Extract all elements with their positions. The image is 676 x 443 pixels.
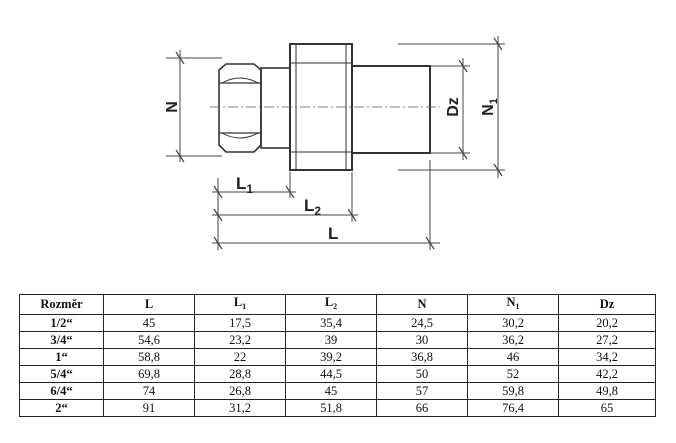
spigot-outline (351, 65, 431, 154)
value-cell: 30 (376, 331, 468, 349)
size-cell: 5/4“ (19, 365, 104, 383)
dim-label-n1-sub: 1 (488, 98, 500, 104)
value-cell: 54,6 (103, 331, 195, 349)
value-cell: 28,8 (194, 365, 286, 383)
value-cell: 39,2 (285, 348, 377, 366)
size-cell: 1/2“ (19, 314, 104, 332)
dim-label-n: N (164, 101, 181, 113)
dim-label-l2: L2 (304, 196, 321, 218)
column-header-subscript: 2 (333, 302, 338, 311)
size-cell: 2“ (19, 399, 104, 417)
column-header: L1 (194, 294, 286, 315)
column-header-text: Dz (599, 297, 615, 311)
value-cell: 76,4 (467, 399, 559, 417)
column-header: L (103, 294, 195, 315)
dim-label-n1: N1 (480, 98, 500, 116)
column-header-text: L (144, 297, 154, 311)
value-cell: 30,2 (467, 314, 559, 332)
column-header: N (376, 294, 468, 315)
dim-label-l2-base: L (304, 196, 314, 215)
value-cell: 20,2 (558, 314, 656, 332)
column-header-subscript: 1 (242, 302, 247, 311)
value-cell: 58,8 (103, 348, 195, 366)
dim-label-n1-base: N (480, 104, 497, 116)
column-header: L2 (285, 294, 377, 315)
dim-label-l1: L1 (236, 174, 253, 196)
value-cell: 24,5 (376, 314, 468, 332)
dim-label-l: L (328, 224, 338, 243)
value-cell: 74 (103, 382, 195, 400)
dim-label-l1-base: L (236, 174, 246, 193)
value-cell: 27,2 (558, 331, 656, 349)
value-cell: 22 (194, 348, 286, 366)
value-cell: 49,8 (558, 382, 656, 400)
column-header: Dz (558, 294, 656, 315)
value-cell: 51,8 (285, 399, 377, 417)
fitting-technical-drawing: N Dz N1 L1 L2 L (164, 36, 505, 250)
value-cell: 42,2 (558, 365, 656, 383)
column-header: N1 (467, 294, 559, 315)
collar-outline (260, 67, 291, 149)
value-cell: 34,2 (558, 348, 656, 366)
value-cell: 69,8 (103, 365, 195, 383)
value-cell: 44,5 (285, 365, 377, 383)
column-header-text: N (506, 295, 516, 309)
value-cell: 45 (285, 382, 377, 400)
size-cell: 3/4“ (19, 331, 104, 349)
value-cell: 65 (558, 399, 656, 417)
hex-nut-outline (218, 63, 262, 153)
value-cell: 66 (376, 399, 468, 417)
column-header-text: L (233, 295, 243, 309)
value-cell: 50 (376, 365, 468, 383)
value-cell: 46 (467, 348, 559, 366)
column-header-text: N (417, 297, 427, 311)
value-cell: 17,5 (194, 314, 286, 332)
column-header-subscript: 1 (515, 302, 520, 311)
dim-label-dz: Dz (445, 97, 462, 117)
value-cell: 45 (103, 314, 195, 332)
value-cell: 36,2 (467, 331, 559, 349)
size-cell: 6/4“ (19, 382, 104, 400)
value-cell: 35,4 (285, 314, 377, 332)
dim-label-l2-sub: 2 (314, 204, 321, 218)
column-header: Rozměr (19, 294, 104, 315)
column-header-text: Rozměr (40, 297, 83, 311)
value-cell: 57 (376, 382, 468, 400)
size-cell: 1“ (19, 348, 104, 366)
value-cell: 31,2 (194, 399, 286, 417)
value-cell: 52 (467, 365, 559, 383)
dim-label-l1-sub: 1 (246, 182, 253, 196)
value-cell: 91 (103, 399, 195, 417)
value-cell: 39 (285, 331, 377, 349)
value-cell: 36,8 (376, 348, 468, 366)
column-header-text: L (324, 295, 334, 309)
value-cell: 59,8 (467, 382, 559, 400)
value-cell: 23,2 (194, 331, 286, 349)
value-cell: 26,8 (194, 382, 286, 400)
